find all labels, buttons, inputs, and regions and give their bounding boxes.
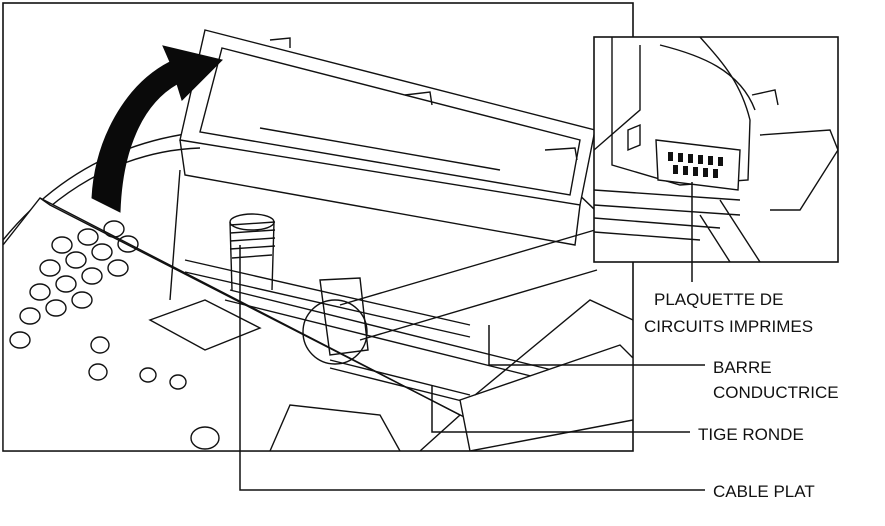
cartridge-spring	[229, 221, 276, 259]
leader-guide-bar	[488, 325, 705, 366]
inset-spring-tops	[751, 89, 779, 106]
cover-inner	[199, 47, 581, 196]
label-flat-cable: CABLE PLAT	[713, 482, 815, 501]
inset-bracket	[759, 129, 838, 211]
label-round-rod: TIGE RONDE	[698, 425, 804, 444]
cartridge-body	[229, 221, 275, 291]
leader-flat-cable	[239, 245, 705, 491]
label-guide-bar-line2: CONDUCTRICE	[713, 383, 839, 402]
label-guide-bar-line1: BARRE	[713, 358, 772, 377]
control-panel-edge	[39, 197, 471, 421]
print-carriage	[319, 277, 369, 356]
inset-detail	[593, 36, 839, 263]
cover-lip	[179, 139, 581, 246]
control-panel	[3, 197, 462, 451]
cover-slot	[259, 127, 501, 171]
cavity-left-wall	[169, 169, 181, 301]
display-window	[148, 299, 262, 351]
cover-hinge-tabs	[269, 37, 578, 161]
tray-edge	[474, 299, 633, 396]
output-tray	[459, 344, 633, 451]
label-circuit-board-line2: CIRCUITS IMPRIMES	[644, 317, 813, 336]
round-rod-shape	[329, 359, 471, 404]
inset-housing	[594, 44, 756, 151]
leader-lines	[239, 182, 705, 491]
inset-rails	[594, 189, 761, 262]
zoom-lines	[339, 229, 598, 341]
callout-labels: PLAQUETTE DE CIRCUITS IMPRIMES BARRE CON…	[644, 290, 839, 501]
circuit-contacts	[668, 152, 723, 178]
lift-direction-arrow	[91, 45, 223, 213]
circuit-board-pad	[655, 139, 741, 191]
label-circuit-board-line1: PLAQUETTE DE	[654, 290, 783, 309]
zoom-circle	[302, 299, 368, 365]
inset-tab	[627, 123, 641, 152]
keypad	[9, 220, 220, 450]
cavity-rails	[184, 259, 561, 383]
leader-round-rod	[431, 385, 690, 433]
main-illustration	[2, 2, 634, 452]
lower-keypad	[269, 404, 401, 451]
